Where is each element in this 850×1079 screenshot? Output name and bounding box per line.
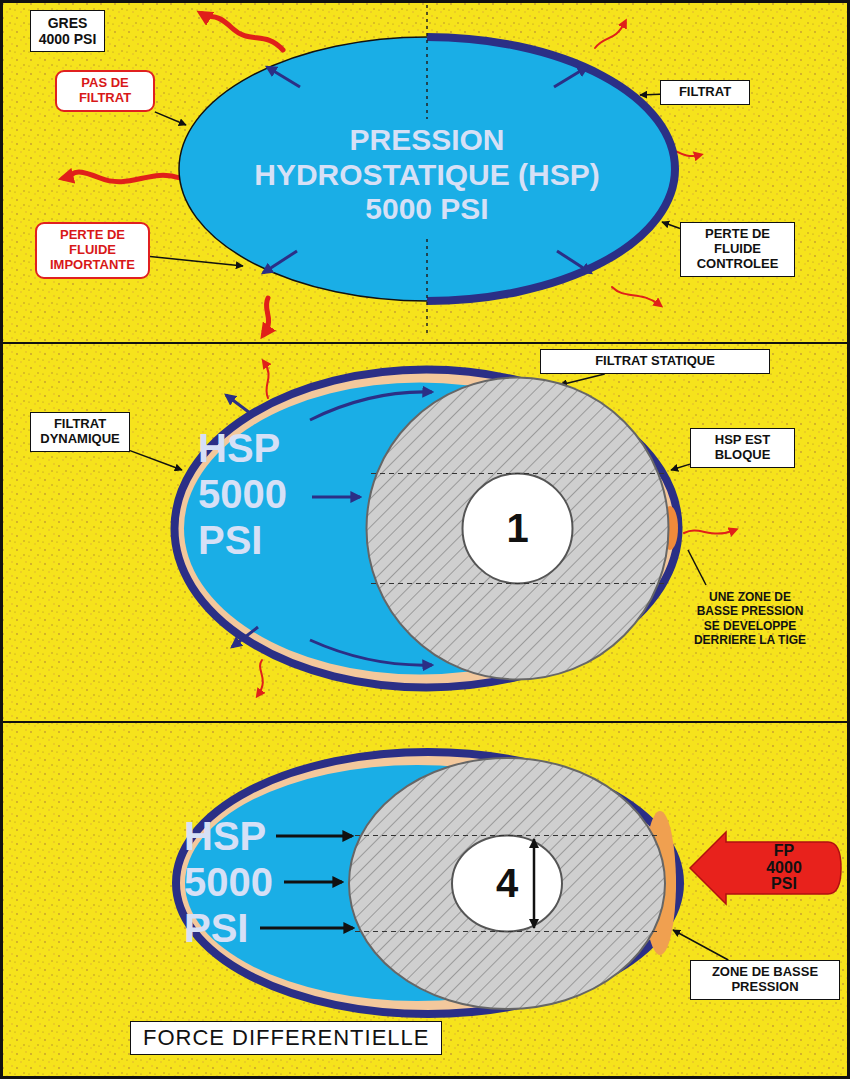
arrow-shape <box>688 828 843 908</box>
text-stack: HSP 5000 PSI <box>184 813 294 951</box>
label-box: HSP EST BLOQUE <box>690 428 795 468</box>
wellbore-section: HSP 5000 PSI 1 <box>170 365 683 692</box>
text-stack: ZONE DE BASSE PRESSION <box>696 965 834 995</box>
panel-divider <box>0 721 850 723</box>
pressure-text: HSP 5000 PSI <box>198 425 308 563</box>
text-stack: FILTRAT <box>679 85 731 100</box>
pressure-arrow: FP 4000 PSI <box>688 828 843 908</box>
callout-number: 1 <box>506 506 528 551</box>
label-box: PERTE DE FLUIDE CONTROLEE <box>680 222 795 277</box>
text-stack: PERTE DE FLUIDE CONTROLEE <box>686 227 789 272</box>
label-box: FILTRAT DYNAMIQUE <box>30 412 130 452</box>
text-stack: FP 4000 PSI <box>756 842 812 894</box>
panel-divider <box>0 342 850 344</box>
label-box: GRES 4000 PSI <box>30 10 105 52</box>
leader-arrow <box>560 374 605 385</box>
leader-arrow <box>130 451 182 470</box>
leader-arrow <box>150 256 243 266</box>
text-stack: PERTE DE FLUIDE IMPORTANTE <box>42 228 143 273</box>
leader-arrow <box>155 112 186 125</box>
diagram-title: FORCE DIFFERENTIELLE <box>130 1021 442 1055</box>
warning-box: PERTE DE FLUIDE IMPORTANTE <box>35 222 150 279</box>
box-label: FILTRAT <box>679 85 731 100</box>
text-stack: PAS DE FILTRAT <box>62 76 148 106</box>
text-stack: 1 <box>365 376 670 681</box>
box-label: PERTE DE FLUIDE IMPORTANTE <box>42 228 143 273</box>
text-stack: FILTRAT STATIQUE <box>595 354 715 369</box>
drill-pipe: 4 <box>347 756 667 1011</box>
wellbore-section: HSP 5000 PSI 4 <box>172 748 684 1018</box>
box-label: HSP EST BLOQUE <box>696 433 789 463</box>
box-label: GRES 4000 PSI <box>36 15 99 47</box>
warning-box: PAS DE FILTRAT <box>55 70 155 112</box>
text-stack: FILTRAT DYNAMIQUE <box>36 417 124 447</box>
leader-arrow <box>640 93 660 95</box>
wellbore-circle: PRESSION HYDROSTATIQUE (HSP) 5000 PSI <box>177 35 677 303</box>
callout-number: 4 <box>496 861 518 906</box>
leader-line <box>688 550 706 585</box>
box-label: PAS DE FILTRAT <box>62 76 148 106</box>
text-stack: PRESSION HYDROSTATIQUE (HSP) 5000 PSI <box>227 123 627 227</box>
box-label: ZONE DE BASSE PRESSION <box>696 965 834 995</box>
drill-pipe: 1 <box>365 376 670 681</box>
box-label: PERTE DE FLUIDE CONTROLEE <box>686 227 789 272</box>
leader-arrow <box>671 464 690 470</box>
text-stack: 4 <box>347 756 667 1011</box>
pressure-text: PRESSION HYDROSTATIQUE (HSP) 5000 PSI <box>227 123 627 227</box>
label-box: FILTRAT STATIQUE <box>540 349 770 374</box>
pressure-text: FP 4000 PSI <box>756 843 812 893</box>
note-label: UNE ZONE DE BASSE PRESSION SE DEVELOPPE … <box>690 590 810 648</box>
leader-arrow <box>662 222 680 229</box>
text-stack: HSP EST BLOQUE <box>696 433 789 463</box>
label-box: FILTRAT <box>660 80 750 105</box>
pressure-text: HSP 5000 PSI <box>184 813 294 951</box>
text-stack: GRES 4000 PSI <box>36 15 99 47</box>
label-box: ZONE DE BASSE PRESSION <box>690 960 840 1000</box>
text-stack: HSP 5000 PSI <box>198 425 308 563</box>
box-label: FILTRAT STATIQUE <box>595 354 715 369</box>
leader-arrow <box>673 930 728 960</box>
fluid-loss-arrows <box>64 14 735 695</box>
box-label: FILTRAT DYNAMIQUE <box>36 417 124 447</box>
